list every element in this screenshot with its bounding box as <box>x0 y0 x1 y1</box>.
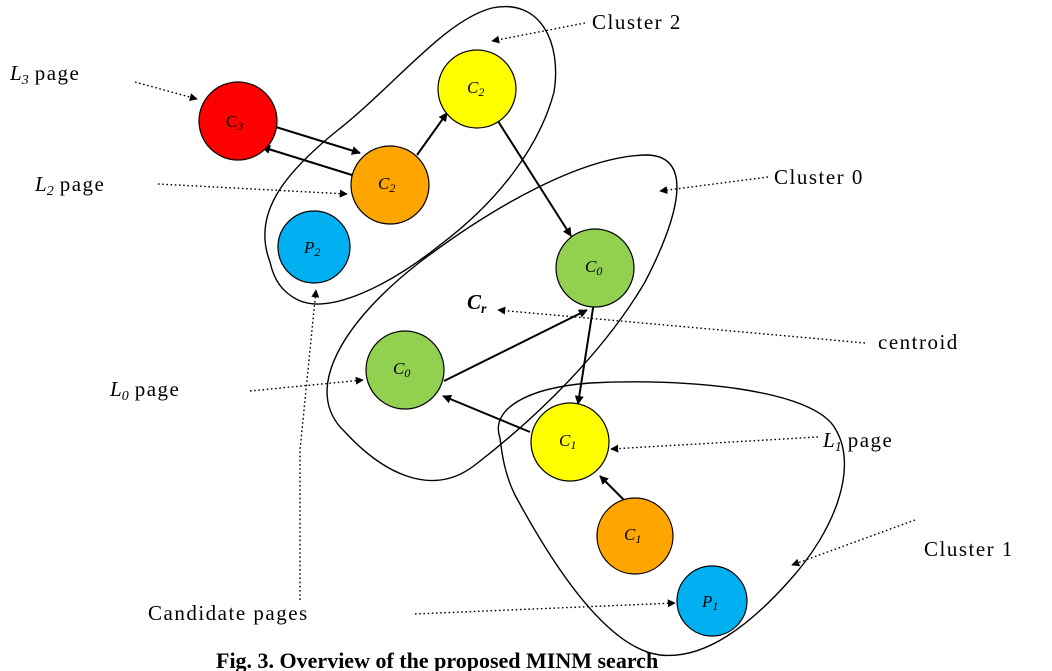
node-c2-top: C2 <box>437 49 517 129</box>
node-c1-low: C1 <box>596 497 674 575</box>
edge-c1top-c0left <box>442 394 531 433</box>
node-c2-top-label: C2 <box>467 78 484 99</box>
label-cluster-0: Cluster 0 <box>774 165 864 189</box>
pointer-cluster1 <box>791 519 916 567</box>
node-c1-low-label: C1 <box>624 525 641 546</box>
node-p1: P1 <box>676 565 748 637</box>
label-cluster-1: Cluster 1 <box>924 537 1014 561</box>
cluster-2-outline <box>264 5 557 305</box>
edge-c2top-c0top <box>495 117 572 237</box>
edge-c2mid-c2top <box>416 112 448 156</box>
label-centroid: centroid <box>878 330 959 354</box>
pointer-cluster0 <box>659 176 769 195</box>
node-c1-top-label: C1 <box>559 431 576 452</box>
node-c2-mid: C2 <box>350 145 430 225</box>
label-candidate-pages: Candidate pages <box>148 601 309 625</box>
node-c2-mid-label: C2 <box>378 174 395 195</box>
pointer-centroid <box>497 306 866 344</box>
pointer-cluster2 <box>491 22 586 44</box>
edge-c0left-cr <box>443 309 588 382</box>
node-c3: C3 <box>198 81 278 161</box>
node-c0-left: C0 <box>365 330 445 410</box>
node-c3-label: C3 <box>226 112 243 133</box>
label-cluster-2: Cluster 2 <box>592 10 682 34</box>
cluster-1-outline <box>497 381 846 657</box>
pointer-candidate-p1 <box>414 599 676 615</box>
node-c0-top-label: C0 <box>585 257 602 278</box>
node-c1-top: C1 <box>530 402 610 482</box>
node-p1-label: P1 <box>701 592 718 613</box>
pointer-candidate-p2 <box>299 289 320 600</box>
edge-c0top-c1top <box>574 301 595 405</box>
node-c0-left-label: C0 <box>393 359 410 380</box>
edge-c3-c2mid <box>275 126 361 155</box>
node-p2: P2 <box>277 210 351 284</box>
pointer-l1 <box>610 436 819 453</box>
centroid-marker: Cr <box>467 290 487 317</box>
pointer-l3 <box>134 81 198 101</box>
node-p2-label: P2 <box>303 238 320 259</box>
edge-c2mid-c3 <box>261 145 353 176</box>
cluster-0-outline <box>326 154 678 482</box>
figure-caption: Fig. 3. Overview of the proposed MINM se… <box>216 648 658 671</box>
node-c0-top: C0 <box>555 228 635 308</box>
pointer-l2 <box>157 183 348 198</box>
